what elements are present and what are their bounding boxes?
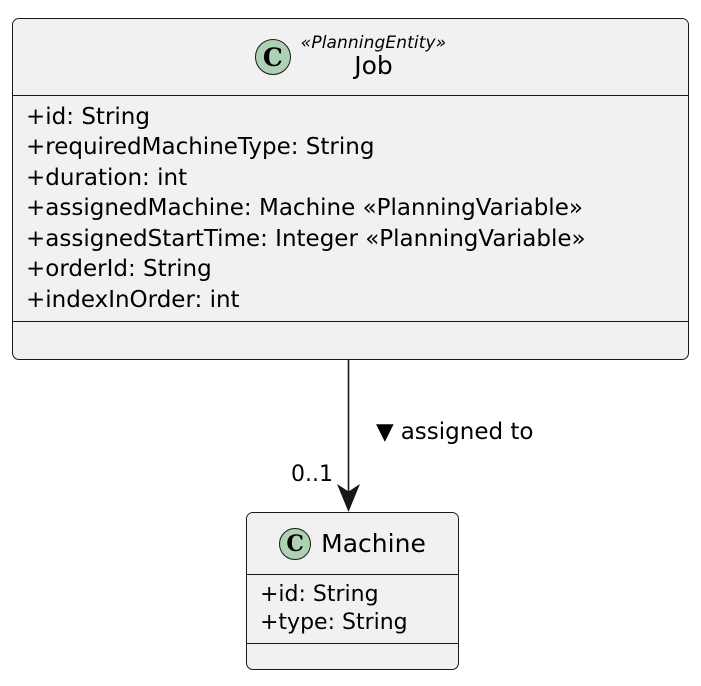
attributes-compartment-machine: +id: String +type: String — [247, 575, 458, 645]
association-label-text: assigned to — [400, 419, 534, 445]
attribute-row: +type: String — [260, 610, 408, 636]
methods-compartment-machine — [247, 644, 458, 659]
arrowhead-icon — [337, 484, 360, 512]
association-label-group: ▼assigned to — [376, 419, 533, 445]
attribute-row: +orderId: String — [26, 256, 212, 283]
direction-triangle-icon: ▼ — [376, 419, 394, 445]
association-multiplicity: 0..1 — [291, 462, 333, 487]
attribute-row: +id: String — [26, 104, 150, 130]
uml-class-job[interactable]: C «PlanningEntity» Job +id: String +requ… — [12, 18, 689, 360]
class-header-machine: C Machine — [247, 513, 458, 575]
attribute-row: +requiredMachineType: String — [26, 134, 375, 161]
uml-class-machine[interactable]: C Machine +id: String +type: String — [246, 512, 459, 670]
class-icon: C — [279, 527, 312, 560]
class-name-job: Job — [354, 50, 393, 80]
attribute-row: +assignedStartTime: Integer «PlanningVar… — [26, 225, 586, 252]
attribute-row: +duration: int — [26, 164, 188, 191]
attributes-compartment-job: +id: String +requiredMachineType: String… — [13, 96, 688, 323]
attribute-row: +indexInOrder: int — [26, 286, 240, 313]
methods-compartment-job — [13, 322, 688, 340]
attribute-row: +assignedMachine: Machine «PlanningVaria… — [26, 195, 583, 222]
class-icon: C — [254, 39, 291, 75]
class-stereotype: «PlanningEntity» — [300, 32, 447, 53]
class-header-job: C «PlanningEntity» Job — [13, 19, 688, 96]
class-name-machine: Machine — [321, 529, 426, 558]
attribute-row: +id: String — [260, 582, 379, 607]
